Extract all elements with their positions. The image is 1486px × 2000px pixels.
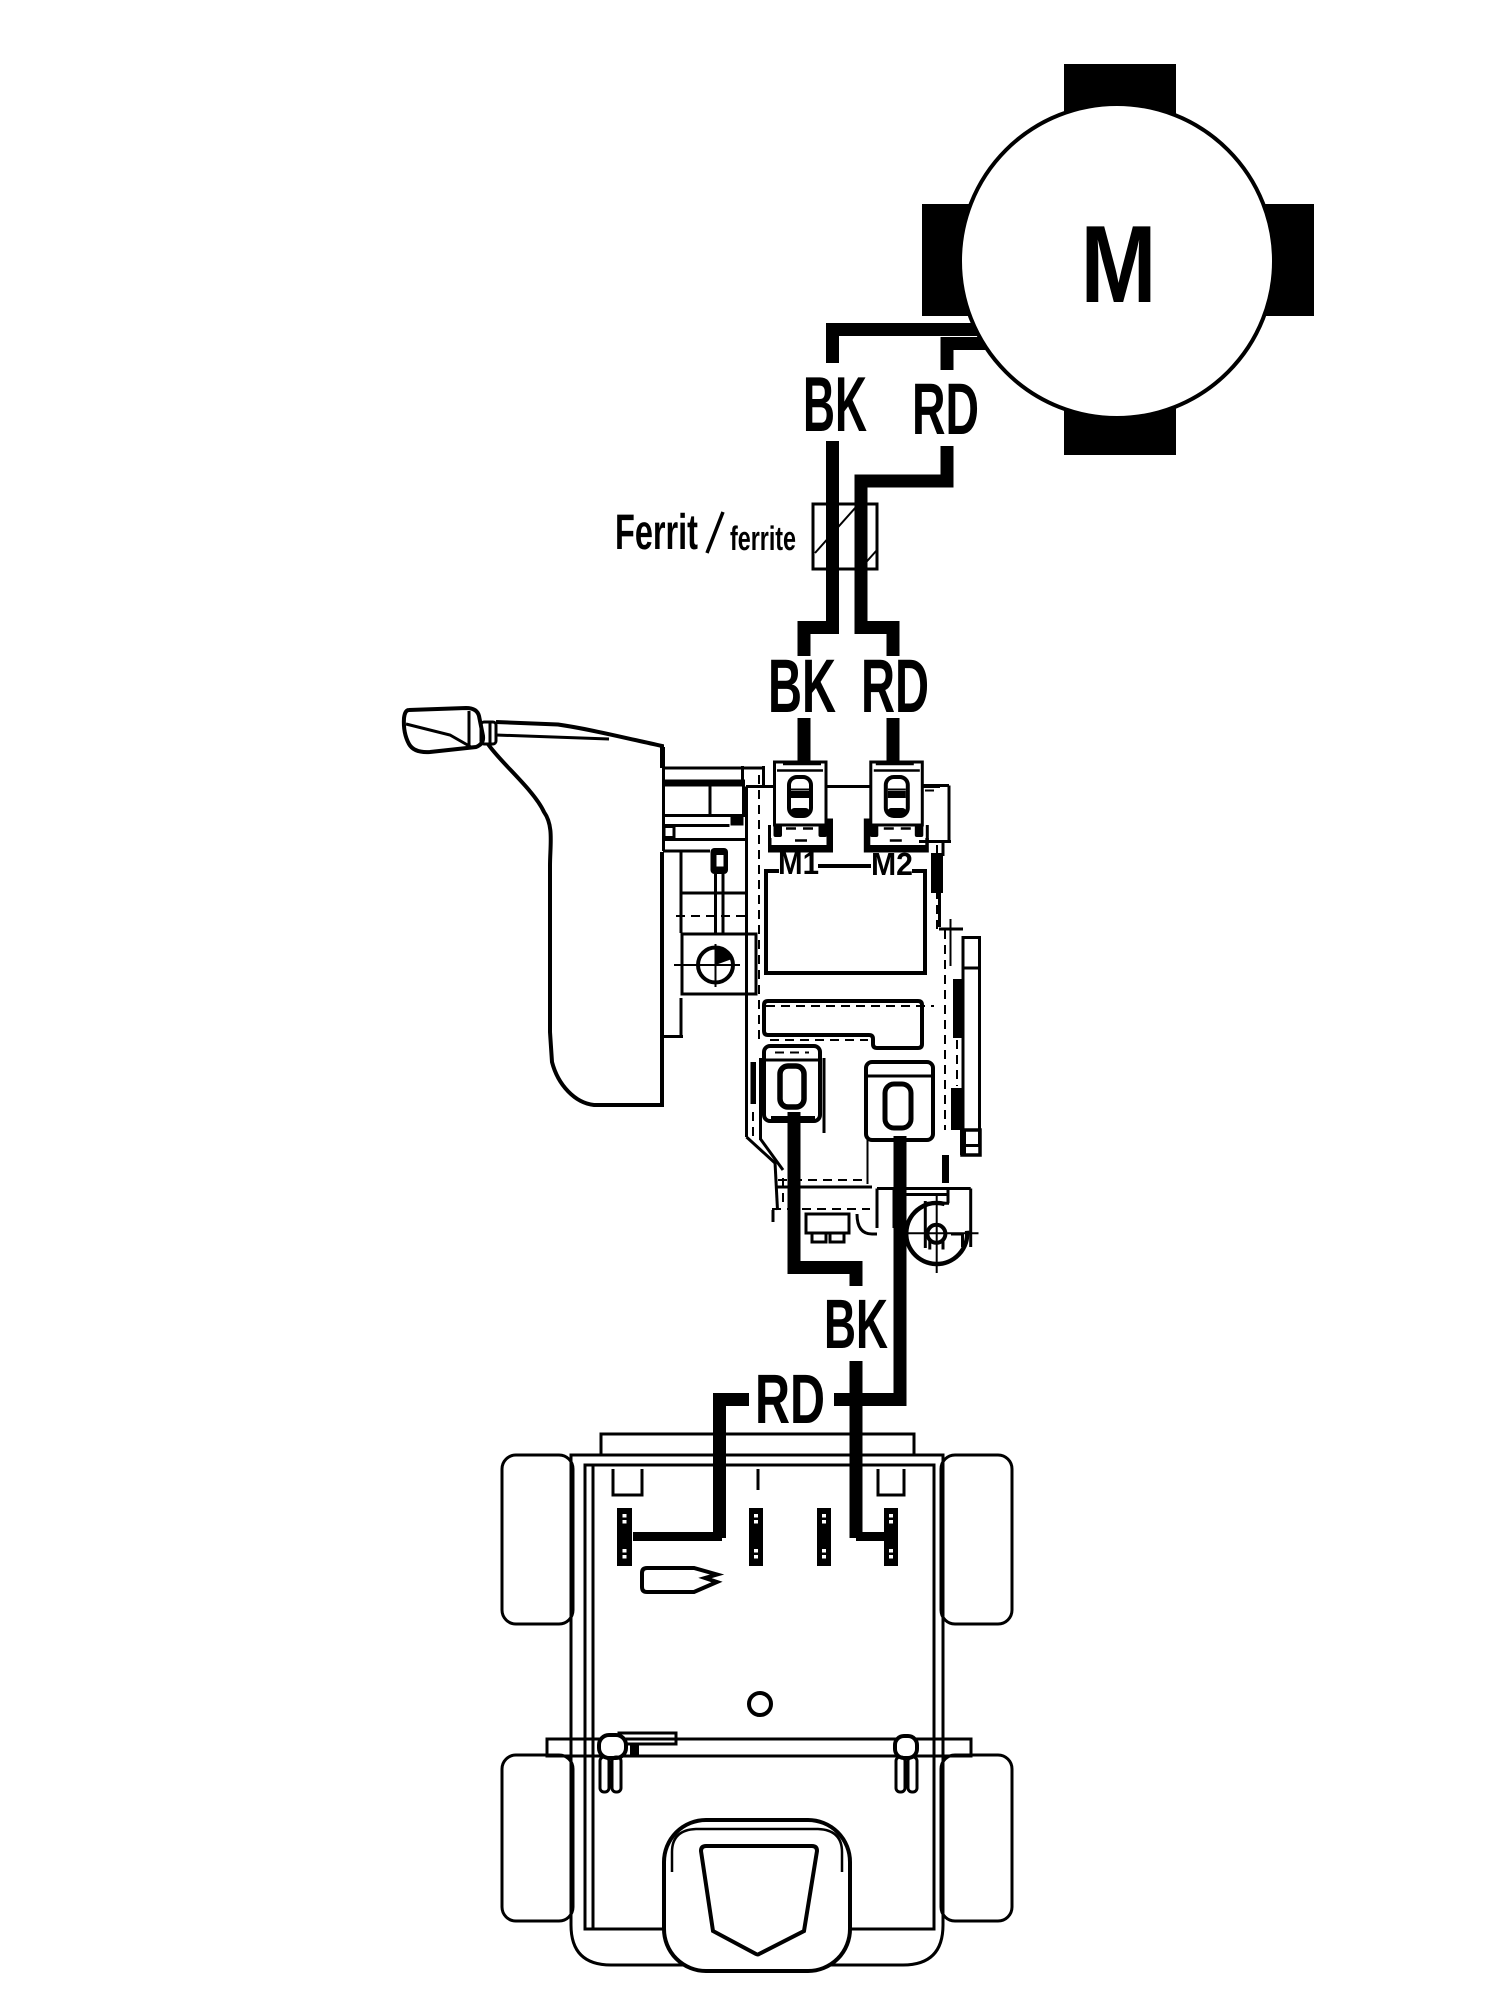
svg-text:RD: RD <box>912 369 979 450</box>
svg-text:BK: BK <box>824 1285 888 1363</box>
svg-text:BK: BK <box>768 644 836 729</box>
svg-text:M: M <box>1081 203 1157 326</box>
svg-text:Ferrit: Ferrit <box>615 504 698 560</box>
svg-text:ferrite: ferrite <box>730 520 796 558</box>
svg-text:BK: BK <box>803 360 867 448</box>
svg-text:RD: RD <box>861 644 929 729</box>
svg-text:RD: RD <box>755 1360 825 1438</box>
